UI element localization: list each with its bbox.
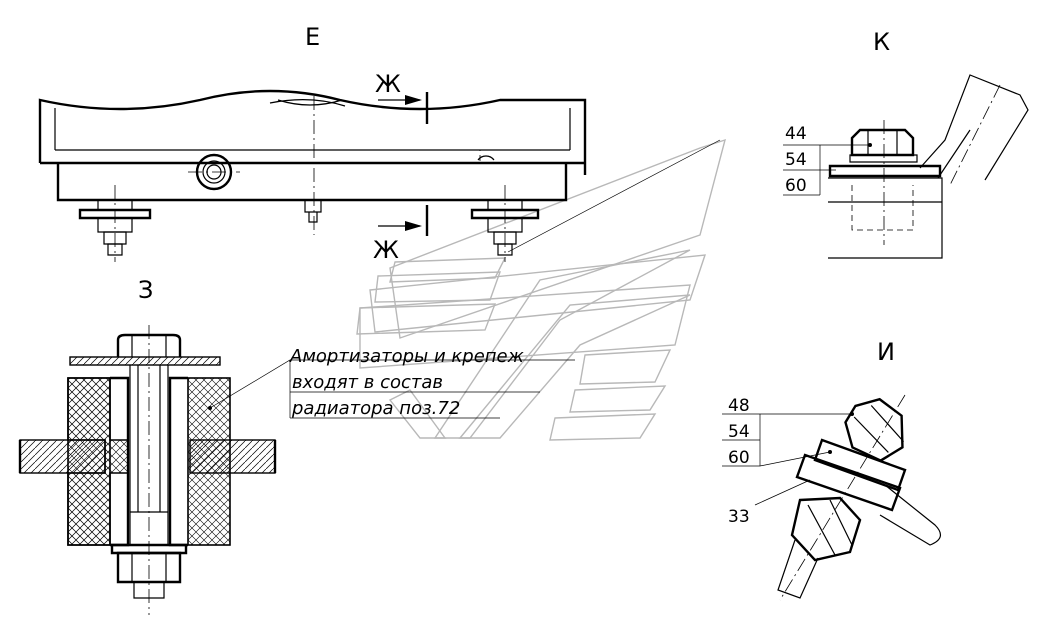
view-i-label: И: [877, 338, 895, 366]
view-k-callout-60: 60: [785, 176, 807, 196]
view-k-callout-54: 54: [785, 150, 807, 170]
view-z-label: З: [138, 276, 153, 304]
view-z-drawing: [18, 325, 575, 615]
section-mark-top: Ж: [375, 70, 401, 98]
section-mark-bottom: Ж: [373, 236, 399, 264]
view-k-drawing: [783, 74, 1029, 259]
view-i-callout-60: 60: [728, 448, 750, 468]
note-line-1: Амортизаторы и крепеж: [289, 346, 525, 367]
view-e-label: Е: [305, 23, 320, 51]
view-k-label: К: [873, 28, 890, 56]
view-i-callout-48: 48: [728, 396, 750, 416]
watermark: [356, 138, 727, 441]
view-i-part-33: 33: [728, 507, 750, 527]
view-i-callout-54: 54: [728, 422, 750, 442]
note-line-2: входят в состав: [292, 372, 443, 393]
view-i-drawing: [722, 394, 941, 601]
view-k-callout-44: 44: [785, 124, 807, 144]
view-e-drawing: [38, 89, 721, 262]
note-line-3: радиатора поз.72: [291, 398, 460, 419]
